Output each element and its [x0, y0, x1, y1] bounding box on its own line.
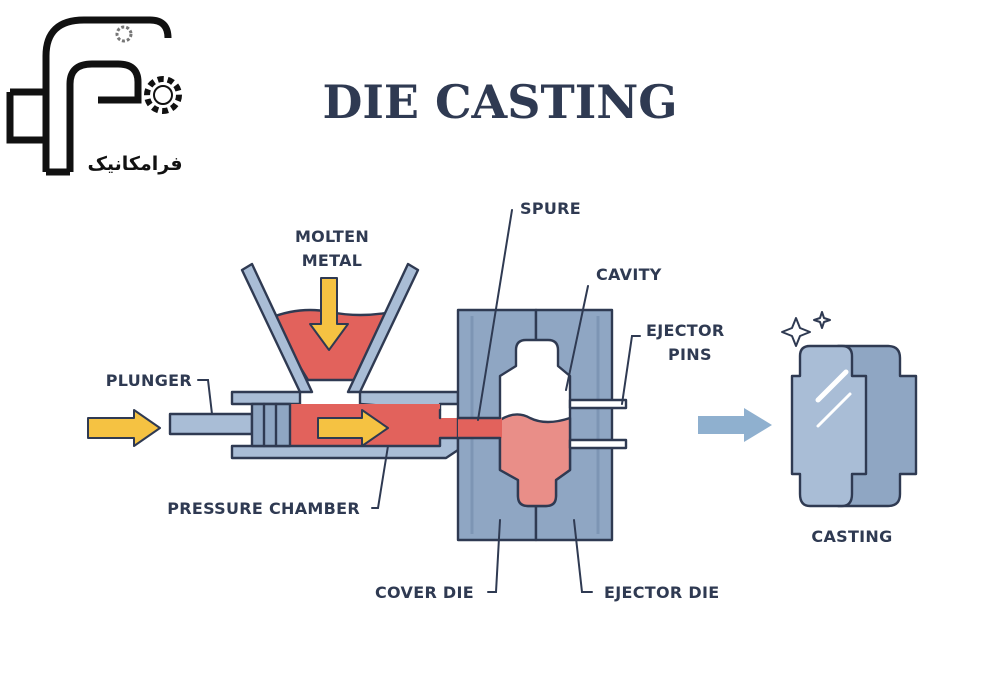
label-molten-metal-1: MOLTEN	[295, 227, 369, 246]
metal-flow-arrow	[317, 409, 389, 447]
die-block	[456, 308, 628, 542]
output-arrow	[698, 408, 772, 442]
casting-shine-2	[816, 392, 852, 428]
gear-icon	[115, 25, 182, 114]
hopper-right-wall	[346, 262, 420, 394]
ejector-pin-lower	[568, 438, 628, 450]
chamber-top-wall	[230, 390, 302, 406]
leader-spure	[477, 209, 513, 421]
leader-cover-die	[487, 519, 501, 593]
logo: فرامکانیک	[6, 16, 183, 176]
label-casting: CASTING	[811, 527, 892, 546]
label-molten-metal-2: METAL	[302, 251, 363, 270]
leader-ejector-die	[573, 519, 593, 593]
plunger-rod	[168, 412, 254, 436]
label-ejector-pins-1: EJECTOR	[646, 321, 725, 340]
label-cover-die: COVER DIE	[375, 583, 474, 602]
leader-ejector-pins	[621, 335, 641, 405]
label-spure: SPURE	[520, 199, 581, 218]
molten-metal-in-cavity	[498, 413, 572, 508]
ejector-pin-upper	[568, 398, 628, 410]
hopper-left-wall	[240, 262, 314, 394]
molten-metal-arrow	[309, 277, 349, 351]
label-cavity: CAVITY	[596, 265, 662, 284]
leader-cavity	[565, 285, 589, 391]
label-ejector-pins-2: PINS	[668, 345, 712, 364]
casting-shine	[815, 369, 849, 403]
leader-plunger	[197, 379, 213, 415]
label-ejector-die: EJECTOR DIE	[604, 583, 719, 602]
page-title: DIE CASTING	[322, 75, 677, 129]
plunger-push-arrow	[87, 409, 161, 447]
casting-front	[790, 344, 868, 508]
logo-text: فرامکانیک	[87, 153, 182, 175]
plunger-head	[250, 402, 292, 448]
plunger	[168, 402, 292, 448]
label-pressure-chamber: PRESSURE CHAMBER	[167, 499, 360, 518]
spure-runner	[458, 418, 502, 438]
logo-mark	[6, 16, 172, 176]
label-plunger: PLUNGER	[106, 371, 192, 390]
casting-part	[790, 344, 918, 508]
leader-pressure-chamber	[371, 445, 389, 509]
sparkle-icon	[781, 311, 831, 347]
